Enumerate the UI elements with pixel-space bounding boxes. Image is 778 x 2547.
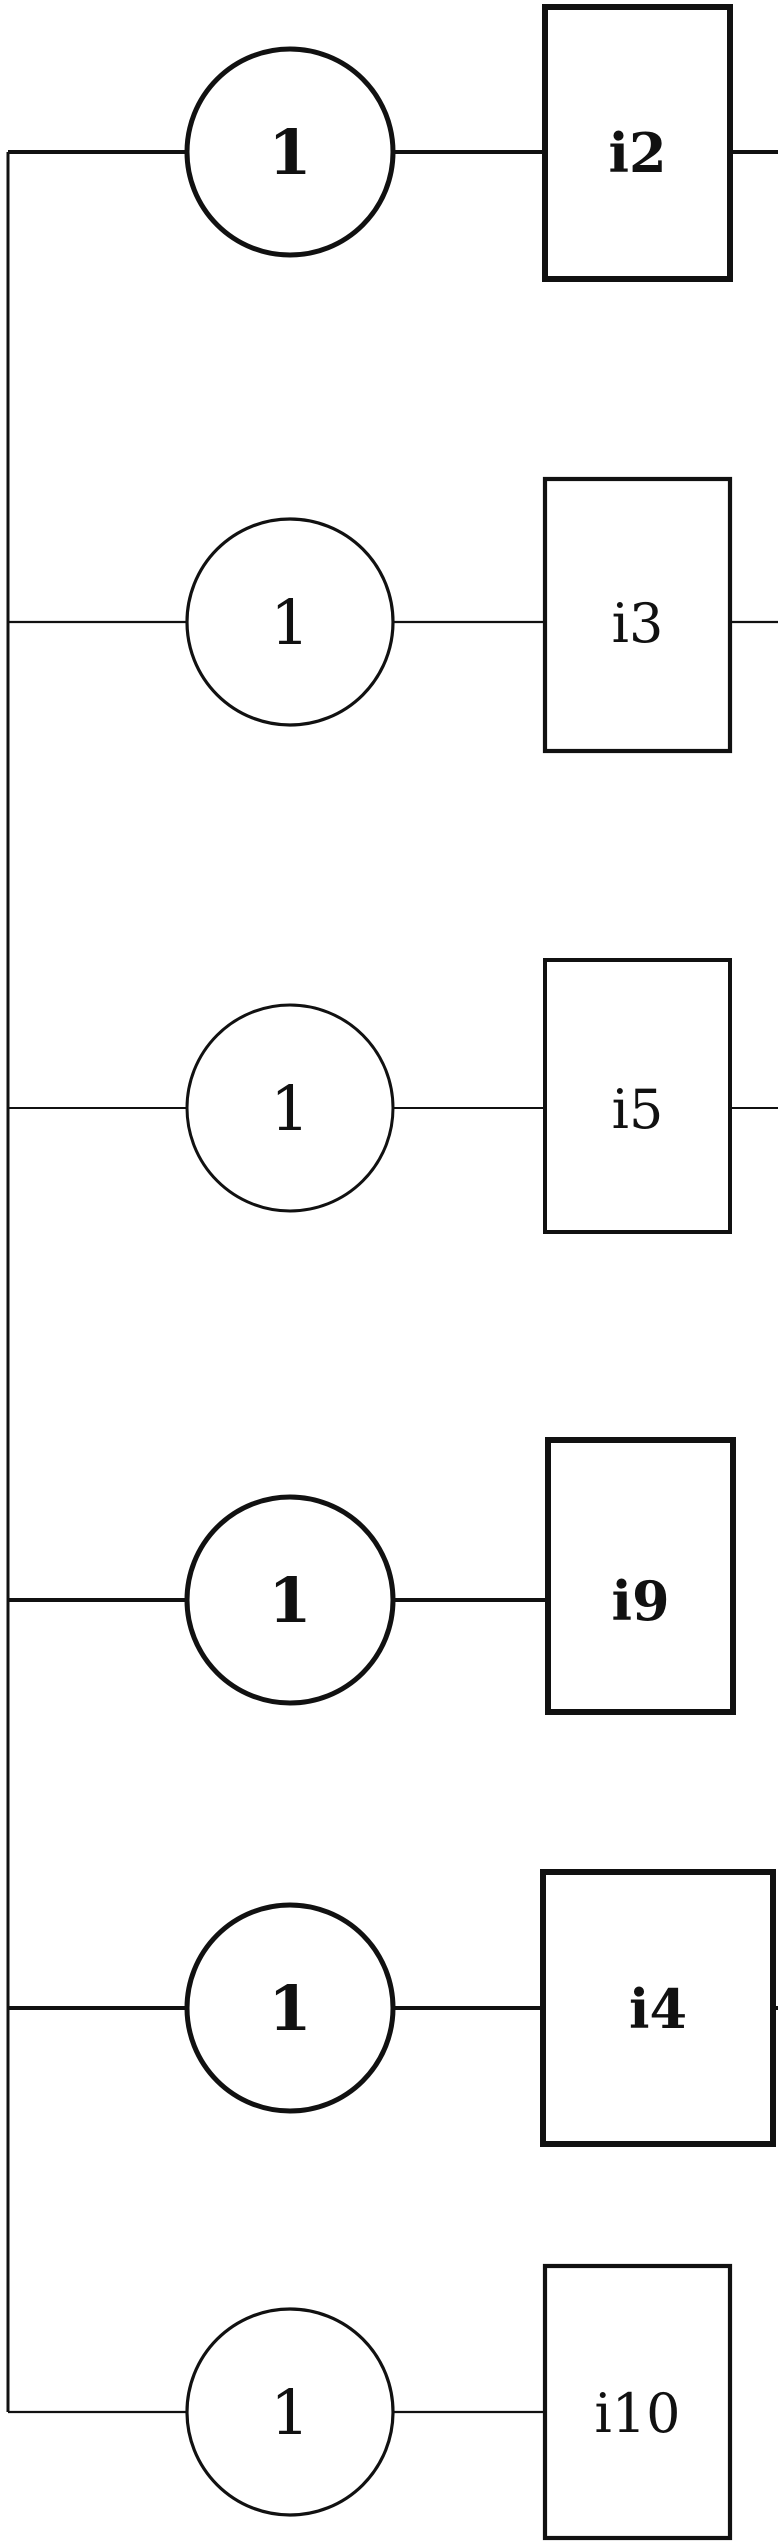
component-label: i9 xyxy=(611,1569,669,1633)
component-label: i4 xyxy=(629,1977,687,2041)
branch-rows: 1 i2 1 i3 1 i5 1 i9 1 i4 1 i10 xyxy=(8,4,778,2541)
branch-row: 1 i9 xyxy=(8,1437,736,1715)
branch-row: 1 i5 xyxy=(8,958,778,1234)
component-label: i2 xyxy=(608,121,666,185)
branch-row: 1 i4 xyxy=(8,1869,778,2147)
component-box xyxy=(543,958,732,1234)
branch-row: 1 i10 xyxy=(8,2263,733,2541)
node-label: 1 xyxy=(270,1072,309,1145)
node-label: 1 xyxy=(270,586,309,659)
node-label: 1 xyxy=(268,1972,311,2045)
branch-row: 1 i2 xyxy=(8,4,778,282)
branch-row: 1 i3 xyxy=(8,476,778,754)
component-label: i3 xyxy=(612,592,664,655)
node-label: 1 xyxy=(268,1564,311,1637)
component-box xyxy=(542,2263,733,2541)
component-box xyxy=(542,476,733,754)
node-label: 1 xyxy=(268,116,311,189)
component-label: i5 xyxy=(612,1078,664,1141)
component-box xyxy=(540,1869,776,2147)
node-label: 1 xyxy=(270,2376,309,2449)
component-box xyxy=(545,1437,736,1715)
component-box xyxy=(542,4,733,282)
component-label: i10 xyxy=(595,2382,681,2445)
